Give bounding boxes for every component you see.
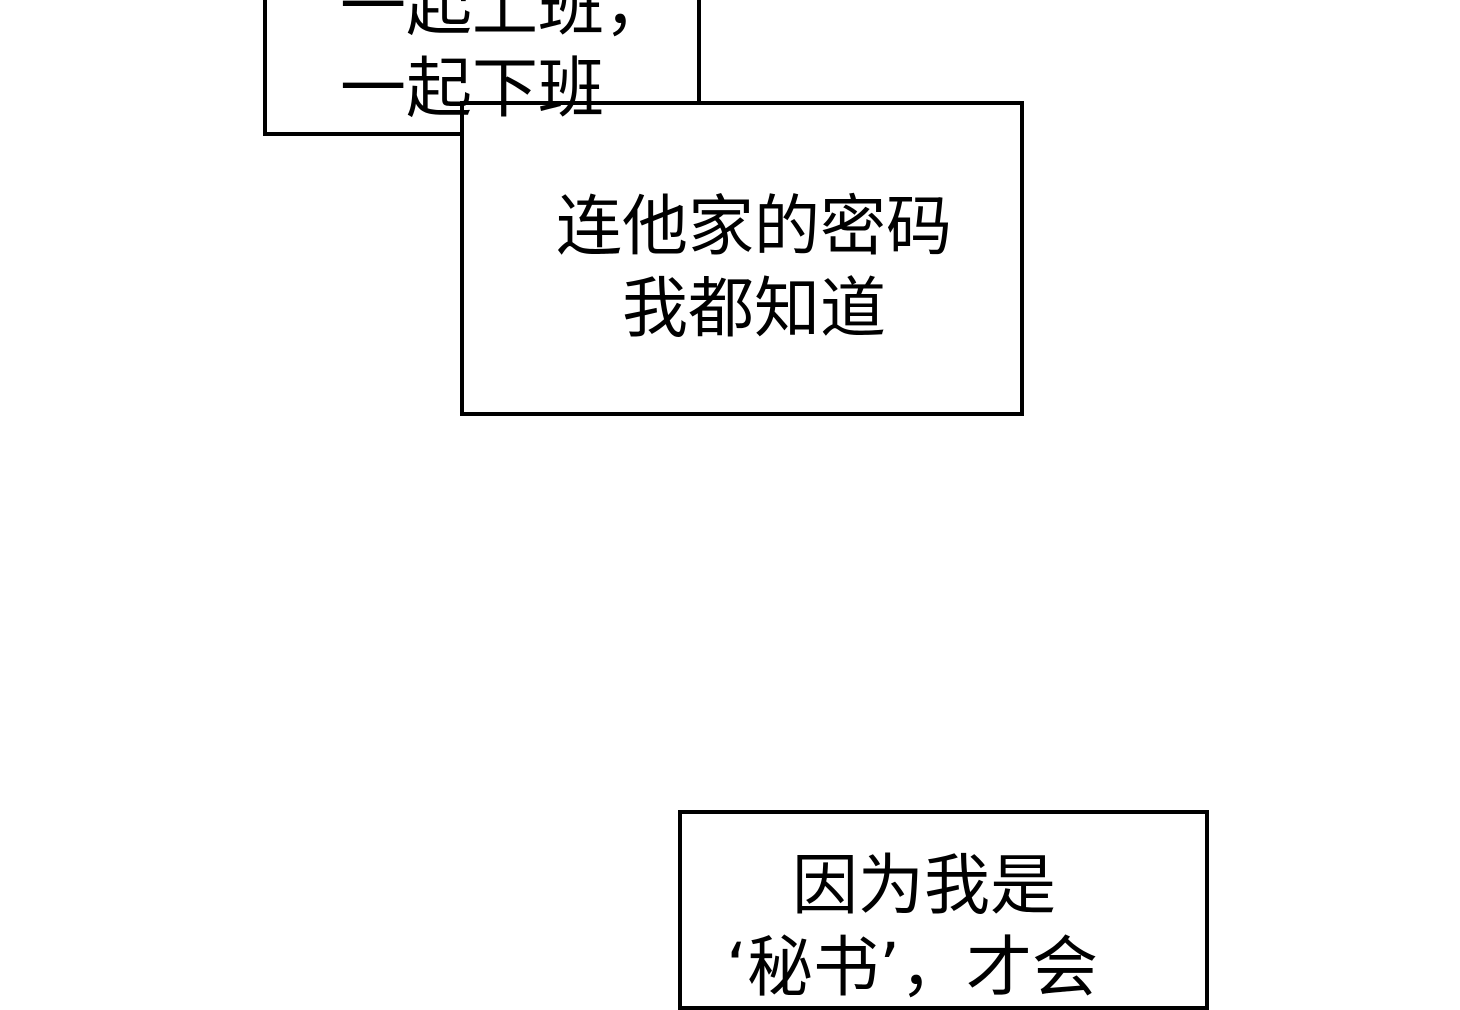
caption-text-middle: 连他家的密码 我都知道 bbox=[556, 186, 952, 350]
caption-line: ‘秘书’，才会 bbox=[726, 929, 1098, 1006]
caption-line: 因为我是 bbox=[792, 847, 1056, 924]
caption-line: 连他家的密码 bbox=[556, 188, 952, 265]
caption-box-middle bbox=[460, 101, 1024, 416]
caption-text-lower-right: 因为我是 ‘秘书’，才会 bbox=[726, 845, 1098, 1009]
caption-line: 我都知道 bbox=[622, 270, 886, 347]
caption-text-upper-left: 一起上班， 一起下班 bbox=[340, 0, 670, 130]
caption-line: 一起下班 bbox=[340, 50, 604, 127]
caption-box-join bbox=[464, 105, 697, 132]
caption-line: 一起上班， bbox=[340, 0, 670, 45]
